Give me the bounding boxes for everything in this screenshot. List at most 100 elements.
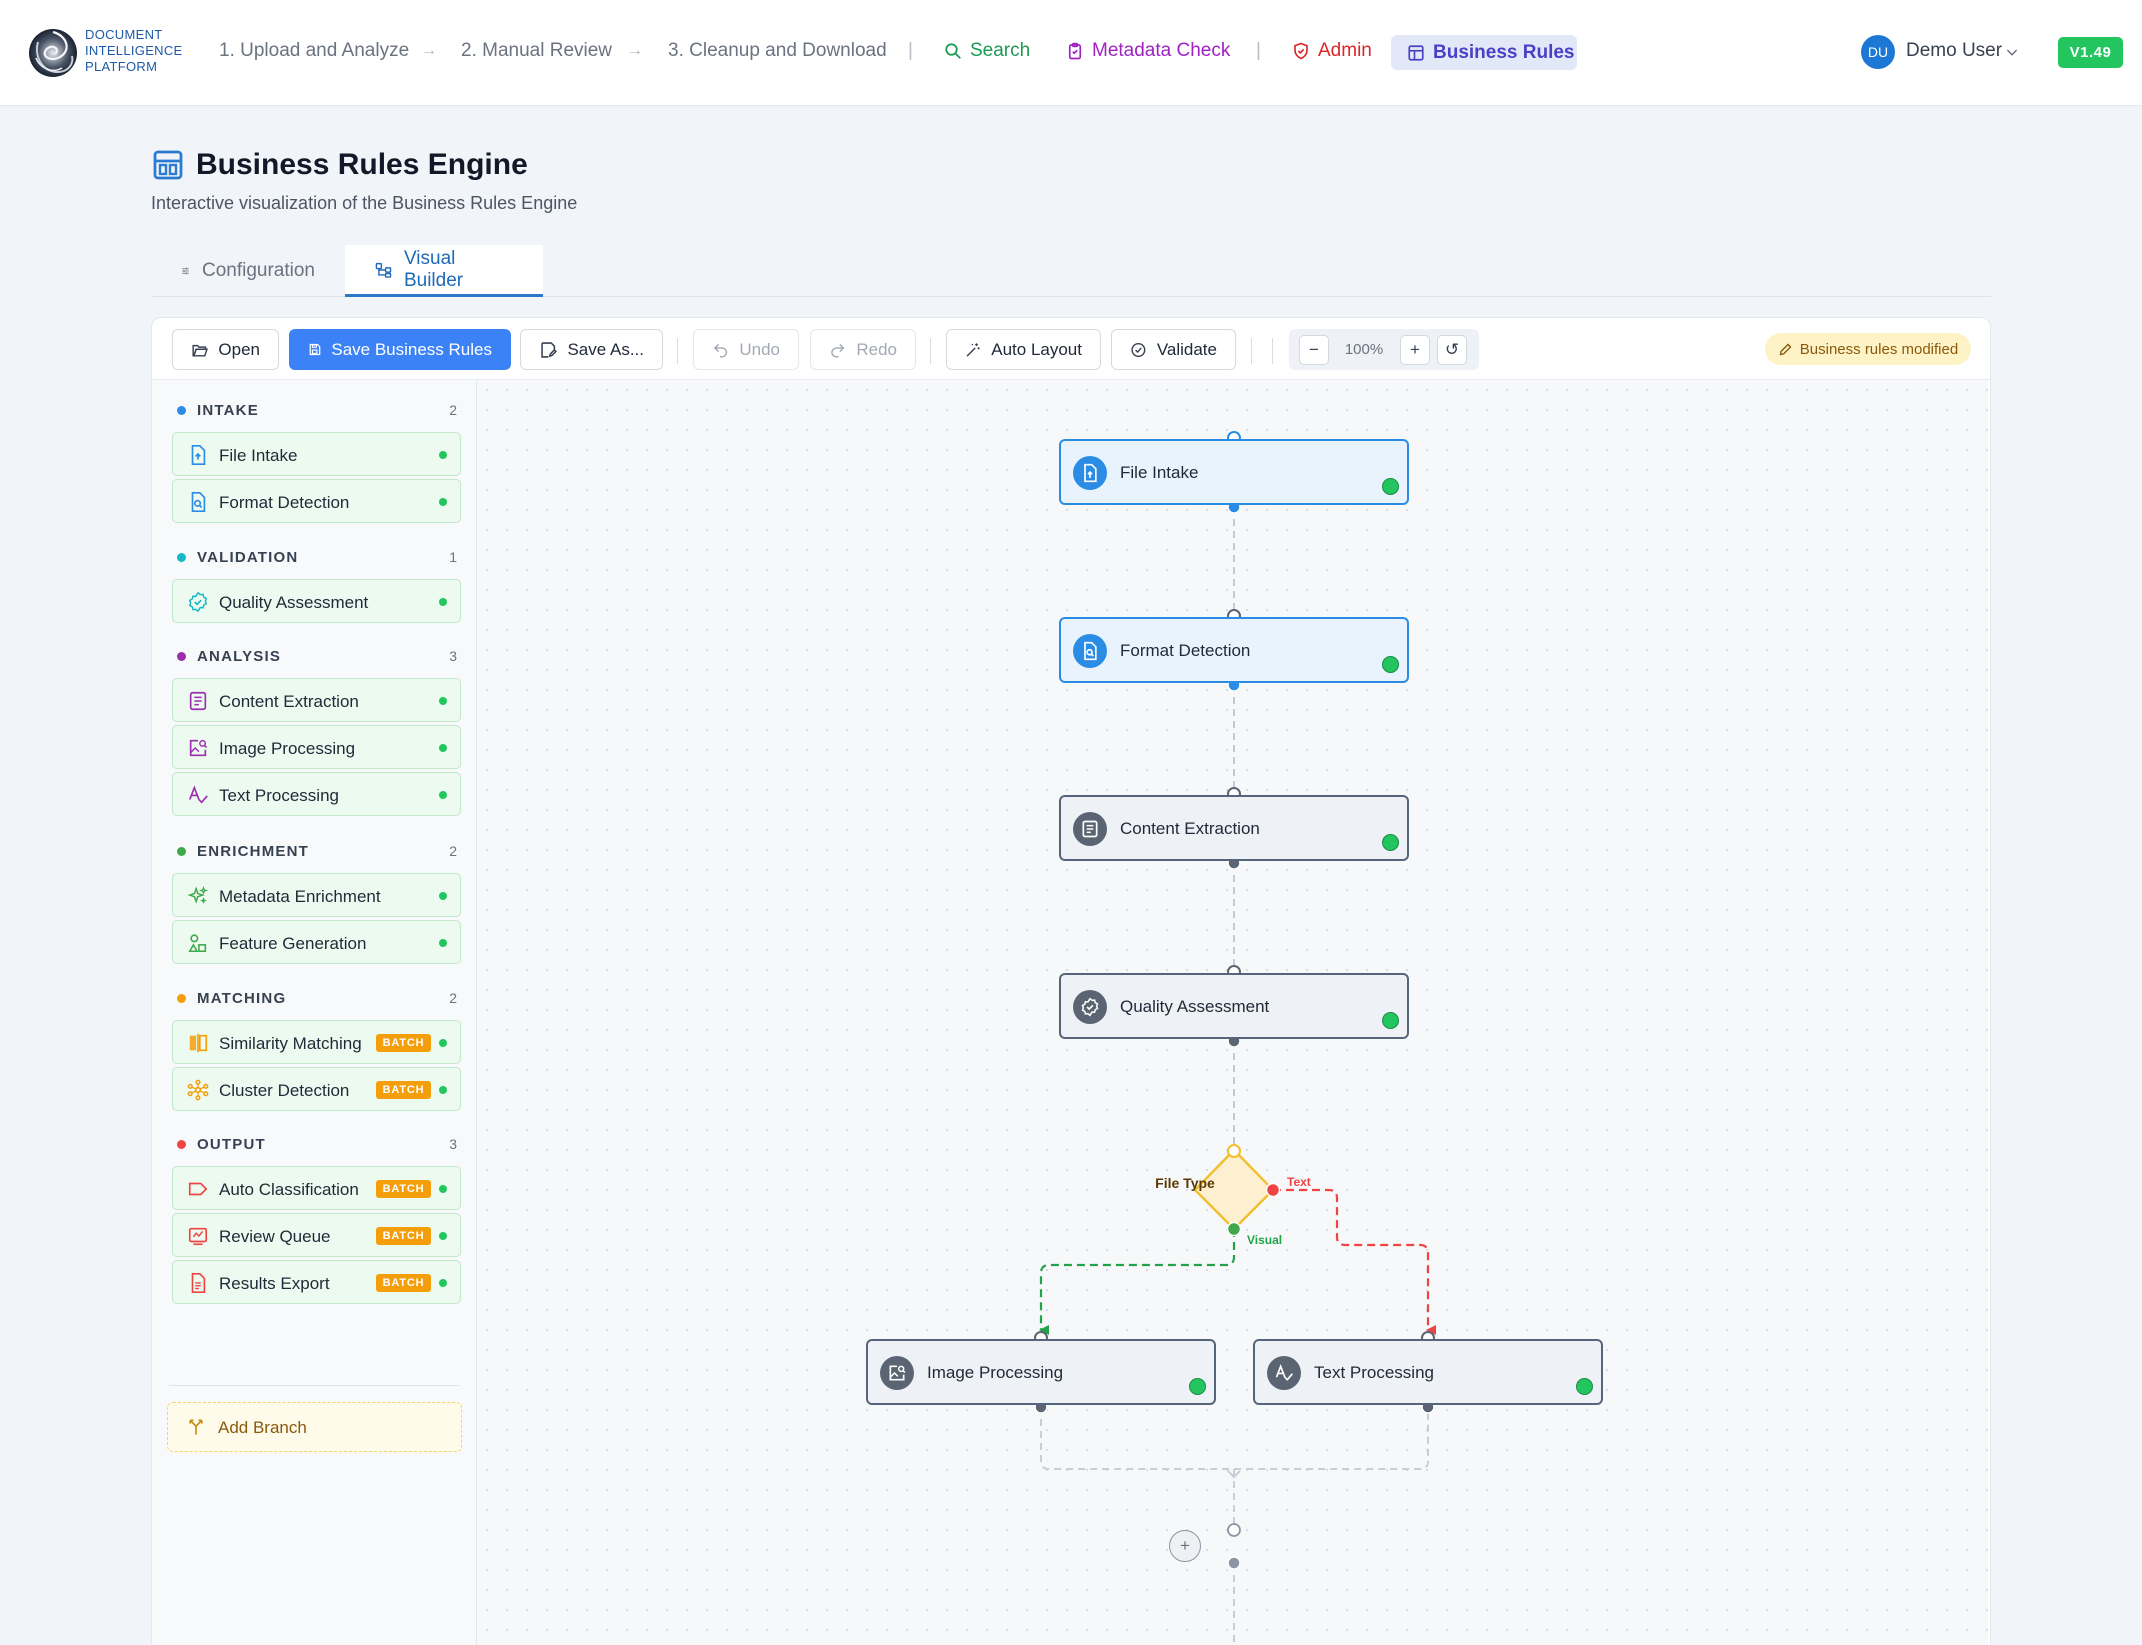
save-as-button[interactable]: Save As...	[520, 329, 663, 370]
palette-item-auto-classification[interactable]: Auto Classification BATCH	[172, 1166, 461, 1210]
palette-item-text-processing[interactable]: Text Processing	[172, 772, 461, 816]
builder-toolbar: Open Save Business Rules Save As... Undo…	[152, 318, 1990, 380]
category-count: 3	[449, 1136, 457, 1152]
zoom-level: 100%	[1344, 341, 1384, 358]
palette-item-image-processing[interactable]: Image Processing	[172, 725, 461, 769]
document-text-icon	[189, 691, 207, 711]
category-count: 3	[449, 648, 457, 664]
category-header: ANALYSIS 3	[177, 646, 457, 666]
save-as-icon	[541, 341, 558, 358]
auto-layout-button[interactable]: Auto Layout	[946, 329, 1101, 370]
nav-admin-link[interactable]: Admin	[1292, 40, 1372, 62]
status-dot	[439, 892, 447, 900]
zoom-in-button[interactable]: +	[1400, 335, 1430, 365]
input-handle[interactable]	[1227, 1144, 1241, 1158]
badge-check-icon	[1081, 997, 1099, 1017]
palette-item-format-detection[interactable]: Format Detection	[172, 479, 461, 523]
visual-builder-panel: Open Save Business Rules Save As... Undo…	[151, 317, 1991, 1645]
nav-metadata-check-link[interactable]: Metadata Check	[1066, 40, 1230, 62]
status-dot	[439, 598, 447, 606]
nav-step-cleanup[interactable]: 3. Cleanup and Download	[668, 40, 887, 61]
file-upload-icon	[191, 445, 206, 465]
validate-button[interactable]: Validate	[1111, 329, 1236, 370]
category-header: ENRICHMENT 2	[177, 841, 457, 861]
node-label: Text Processing	[1314, 1363, 1434, 1382]
nav-separator: |	[908, 40, 913, 61]
pencil-icon	[1779, 343, 1792, 355]
undo-button[interactable]: Undo	[693, 329, 799, 370]
category-count: 2	[449, 843, 457, 859]
status-dot	[439, 1086, 447, 1094]
user-avatar[interactable]: DU	[1861, 35, 1895, 69]
flow-node-quality-assessment[interactable]: Quality Assessment	[1059, 973, 1409, 1039]
add-branch-label: Add Branch	[218, 1418, 307, 1437]
text-spell-icon	[188, 785, 208, 804]
modified-status-badge: Business rules modified	[1765, 333, 1971, 365]
category-name: INTAKE	[197, 401, 259, 419]
palette-item-review-queue[interactable]: Review Queue BATCH	[172, 1213, 461, 1257]
input-handle[interactable]	[1227, 1523, 1241, 1537]
file-search-icon	[191, 492, 206, 512]
category-count: 2	[449, 402, 457, 418]
flow-canvas[interactable]: File Intake Format Detection Content Ext…	[477, 380, 1988, 1645]
chevron-down-icon[interactable]	[2004, 44, 2020, 60]
palette-item-file-intake[interactable]: File Intake	[172, 432, 461, 476]
output-handle[interactable]	[1227, 1556, 1241, 1570]
zoom-reset-button[interactable]: ↺	[1437, 335, 1467, 365]
nav-search-link[interactable]: Search	[944, 40, 1030, 62]
badge-check-icon	[188, 591, 208, 613]
category-name: VALIDATION	[197, 548, 299, 566]
tab-configuration[interactable]: Configuration	[151, 245, 345, 297]
palette-item-cluster-detection[interactable]: Cluster Detection BATCH	[172, 1067, 461, 1111]
node-label: Format Detection	[1120, 641, 1251, 660]
flow-node-format-detection[interactable]: Format Detection	[1059, 617, 1409, 683]
category-name: ENRICHMENT	[197, 842, 309, 860]
status-dot	[439, 939, 447, 947]
flow-node-file-intake[interactable]: File Intake	[1059, 439, 1409, 505]
category-color-dot	[177, 405, 186, 415]
palette-item-label: Feature Generation	[219, 934, 367, 953]
undo-label: Undo	[739, 339, 780, 359]
palette-item-results-export[interactable]: Results Export BATCH	[172, 1260, 461, 1304]
palette-item-similarity-matching[interactable]: Similarity Matching BATCH	[172, 1020, 461, 1064]
user-name[interactable]: Demo User	[1906, 40, 2003, 61]
node-label: File Intake	[1120, 463, 1199, 482]
palette-item-content-extraction[interactable]: Content Extraction	[172, 678, 461, 722]
cluster-icon	[187, 1079, 209, 1101]
merge-chevron	[1227, 1470, 1241, 1479]
status-dot	[439, 791, 447, 799]
toolbar-separator	[1251, 338, 1252, 364]
palette-item-feature-generation[interactable]: Feature Generation	[172, 920, 461, 964]
status-dot	[439, 1039, 447, 1047]
status-dot	[439, 1185, 447, 1193]
palette-item-quality-assessment[interactable]: Quality Assessment	[172, 579, 461, 623]
flow-node-image-processing[interactable]: Image Processing	[866, 1339, 1216, 1405]
modified-status-label: Business rules modified	[1799, 340, 1959, 358]
flow-edge-merge	[1040, 1407, 1429, 1470]
batch-badge: BATCH	[376, 1180, 431, 1198]
flow-node-content-extraction[interactable]: Content Extraction	[1059, 795, 1409, 861]
nav-step-upload[interactable]: 1. Upload and Analyze	[219, 40, 410, 61]
nav-step-review[interactable]: 2. Manual Review	[461, 40, 613, 61]
sliders-icon	[182, 267, 189, 275]
sidebar-divider	[169, 1385, 459, 1386]
platform-logo-icon[interactable]	[28, 28, 78, 78]
add-branch-button[interactable]: Add Branch	[167, 1402, 462, 1452]
palette-item-metadata-enrichment[interactable]: Metadata Enrichment	[172, 873, 461, 917]
zoom-out-button[interactable]: −	[1299, 335, 1329, 365]
node-label: Content Extraction	[1120, 819, 1260, 838]
output-handle-visual[interactable]	[1226, 1221, 1242, 1237]
nav-search-label: Search	[970, 40, 1031, 61]
nav-business-rules-link[interactable]: Business Rules	[1391, 35, 1577, 70]
palette-item-label: Auto Classification	[219, 1180, 359, 1199]
flow-node-text-processing[interactable]: Text Processing	[1253, 1339, 1603, 1405]
edge-label-visual: Visual	[1247, 1233, 1283, 1247]
save-business-rules-button[interactable]: Save Business Rules	[289, 329, 511, 370]
merge-add-node-button[interactable]: +	[1169, 1530, 1201, 1562]
image-search-icon	[189, 739, 208, 757]
open-button[interactable]: Open	[172, 329, 279, 370]
redo-button[interactable]: Redo	[810, 329, 916, 370]
output-handle-text[interactable]	[1265, 1182, 1281, 1198]
tab-visual-builder[interactable]: Visual Builder	[345, 245, 543, 297]
save-as-label: Save As...	[567, 339, 644, 359]
